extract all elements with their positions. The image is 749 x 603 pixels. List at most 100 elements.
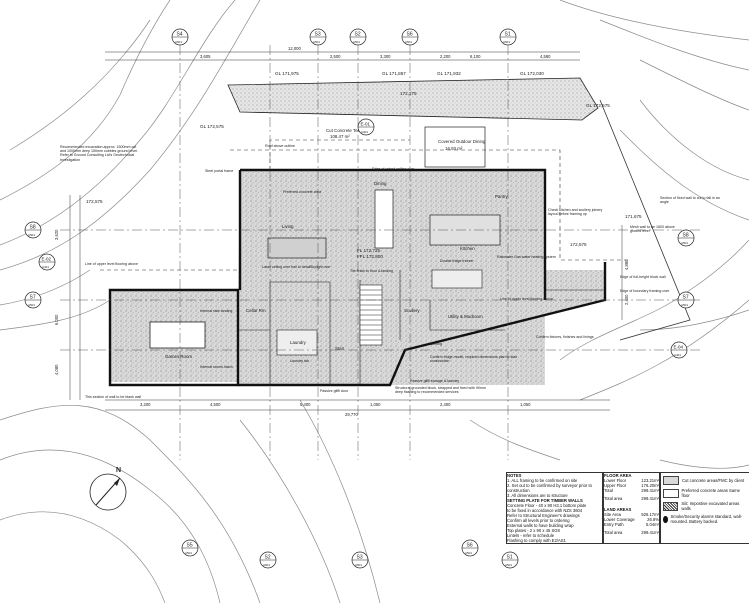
level-right: 172,575 bbox=[570, 242, 587, 247]
general-note-line: Refer to Structural Engineer's drawings bbox=[507, 513, 580, 518]
general-note-line: 3. All dimensions are to structure bbox=[507, 493, 568, 498]
note-skylight: Skylight over bbox=[310, 265, 331, 269]
general-note-line: 1. ALL framing to be confirmed on site bbox=[507, 478, 578, 483]
svg-text:S3: S3 bbox=[357, 555, 363, 561]
note-excavation: Recommended excavation approx. 1500mm cu… bbox=[60, 145, 138, 162]
note-skirting: Skirting bbox=[430, 342, 442, 346]
laundry-bench bbox=[276, 329, 318, 356]
svg-text:A501: A501 bbox=[405, 40, 412, 44]
general-notes-title: NOTES bbox=[507, 473, 522, 478]
north-arrow: N bbox=[89, 467, 127, 511]
svg-text:A501: A501 bbox=[263, 563, 270, 567]
level-gl6: GL 172,575 bbox=[586, 103, 610, 108]
svg-text:A501: A501 bbox=[465, 551, 472, 555]
room-laundry: Laundry bbox=[290, 340, 307, 345]
grid-lines bbox=[60, 45, 700, 460]
room-living: Living bbox=[282, 224, 294, 229]
note-fridge: Double fridge freezer bbox=[440, 259, 474, 263]
svg-text:A501: A501 bbox=[28, 303, 35, 307]
note-confirm-fridge: Confirm fridge model, required dimension… bbox=[430, 355, 518, 364]
svg-text:A501: A501 bbox=[185, 551, 192, 555]
svg-text:A501: A501 bbox=[313, 40, 320, 44]
legend-swatch bbox=[663, 488, 679, 498]
note-laundry-tub: Laundry tub bbox=[290, 359, 309, 363]
dim-top-4: 2,500 bbox=[330, 54, 341, 59]
legend-item: Cut concrete areas/FMC by client bbox=[663, 476, 747, 485]
pool-table bbox=[149, 321, 206, 349]
svg-text:S2: S2 bbox=[355, 32, 361, 38]
note-fixed-wall: Section of fixed wall to cut to fall in … bbox=[660, 196, 720, 205]
note-joinery: Check kitchen and scullery joinery layou… bbox=[548, 208, 603, 217]
svg-text:A501: A501 bbox=[28, 233, 35, 237]
room-covered-dining: Covered Outdoor Dining bbox=[438, 139, 486, 144]
general-notes: NOTES 1. ALL framing to be confirmed on … bbox=[506, 472, 603, 544]
north-label: N bbox=[116, 467, 121, 474]
svg-text:A501: A501 bbox=[353, 40, 360, 44]
legend-item: Smoke/Security alarms standard, wall-mou… bbox=[663, 514, 747, 524]
note-raised-ceiling: Edge of raised ceiling over bbox=[372, 167, 415, 171]
legend-swatch bbox=[663, 476, 679, 485]
svg-text:S7: S7 bbox=[683, 295, 689, 301]
room-pantry: Pantry bbox=[495, 194, 508, 199]
upper-terrace bbox=[227, 77, 599, 121]
dim-right-2: 2,400 bbox=[624, 294, 629, 305]
level-ffl-main: FFL 172,800 bbox=[357, 254, 383, 259]
note-blank-wall: This section of wall to be blank wall bbox=[85, 395, 141, 399]
dim-bottom-4: 1,050 bbox=[370, 402, 381, 407]
dim-bottom-2: 4,500 bbox=[210, 402, 221, 407]
legend: Cut concrete areas/FMC by client Preferr… bbox=[660, 472, 749, 544]
note-roof-outline: Roof above outline bbox=[265, 144, 295, 148]
dim-bottom-3: 5,400 bbox=[300, 402, 311, 407]
note-boundary: Edge of boundary framing over bbox=[620, 289, 670, 293]
room-games: Games Room bbox=[165, 354, 192, 359]
general-note-line: Flashing to comply with E2/AS1 bbox=[507, 538, 566, 543]
room-dining: Dining bbox=[374, 181, 387, 186]
dim-left-3: 4,080 bbox=[54, 364, 59, 375]
note-upper-floor-2: Line of upper level flooring above bbox=[500, 297, 553, 301]
general-note-line: Lintels - refer to schedule bbox=[507, 533, 555, 538]
svg-text:A501: A501 bbox=[355, 563, 362, 567]
dim-bottom-6: 1,050 bbox=[520, 402, 531, 407]
svg-text:A401: A401 bbox=[361, 130, 368, 134]
scullery-bench bbox=[431, 269, 483, 289]
general-note-line: to be fixed in accordance with NZS 3604 bbox=[507, 508, 583, 513]
level-left: 172,575 bbox=[86, 199, 103, 204]
note-preferred-concrete: Preferred concrete area bbox=[283, 190, 321, 194]
dim-top-1: 12,000 bbox=[288, 46, 301, 51]
dim-top-7: 4,580 bbox=[540, 54, 551, 59]
room-terrace: Cut Concrete Terrace bbox=[326, 128, 368, 133]
legend-item: Siit: Impostive excavated areas walls bbox=[663, 501, 747, 511]
stair bbox=[359, 284, 383, 346]
level-gl4: GL 172,030 bbox=[520, 71, 544, 76]
smoke-alarm-icon bbox=[663, 515, 668, 523]
living-sofa bbox=[267, 237, 327, 259]
svg-text:A501: A501 bbox=[503, 40, 510, 44]
note-upper-floor: Line of upper level flooring above bbox=[85, 262, 138, 266]
svg-text:S1: S1 bbox=[507, 555, 513, 561]
svg-text:S7: S7 bbox=[30, 295, 36, 301]
svg-text:S1: S1 bbox=[505, 32, 511, 38]
dim-top-5: 3,300 bbox=[380, 54, 391, 59]
dim-bottom-total: 29,770 bbox=[345, 412, 358, 417]
svg-text:A501: A501 bbox=[505, 563, 512, 567]
dim-bottom-5: 2,400 bbox=[440, 402, 451, 407]
svg-text:A401: A401 bbox=[674, 353, 681, 357]
general-note-line: Concrete Floor - 40 x 90 H3.1 bottom pla… bbox=[507, 503, 587, 508]
svg-text:S3: S3 bbox=[315, 32, 321, 38]
